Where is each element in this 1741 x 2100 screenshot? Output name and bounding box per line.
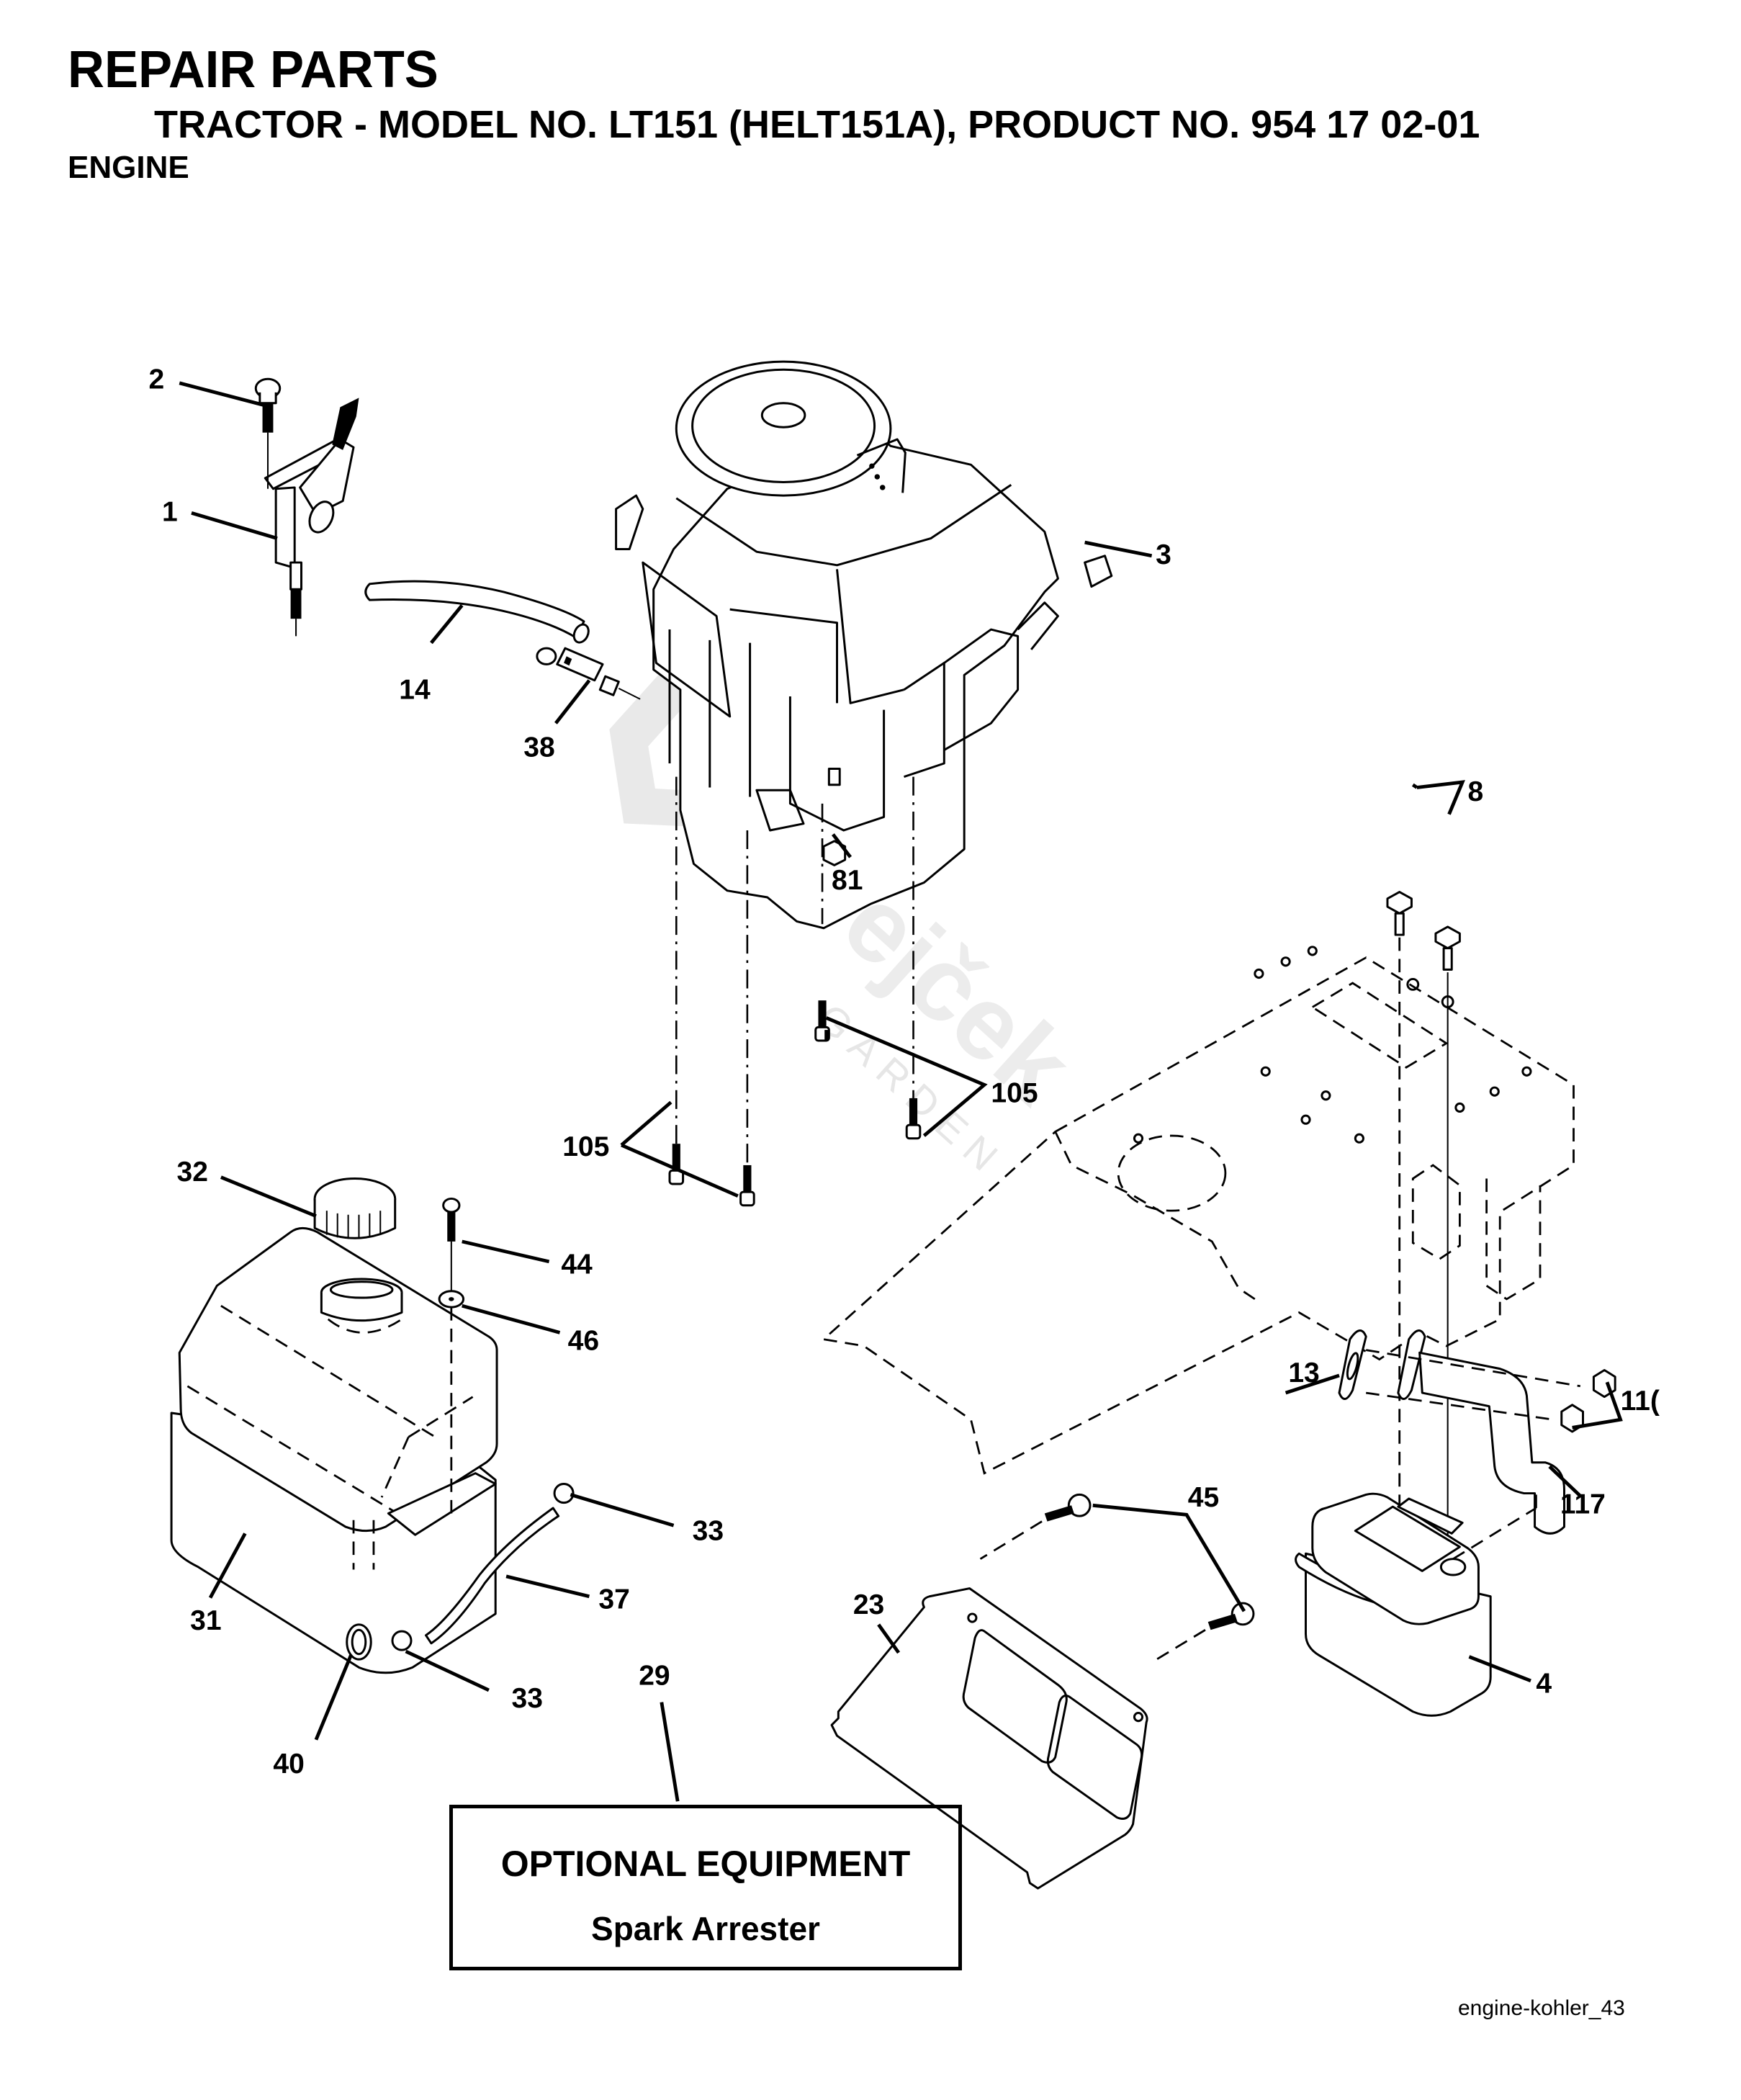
grommet-part-40[interactable]: [346, 1623, 372, 1661]
callout-110[interactable]: 11(: [1621, 1386, 1660, 1417]
callout-32[interactable]: 32: [177, 1157, 208, 1188]
callout-33-lower[interactable]: 33: [512, 1683, 543, 1714]
callout-3[interactable]: 3: [1156, 539, 1171, 570]
section-title: ENGINE: [68, 150, 189, 185]
callout-46[interactable]: 46: [568, 1326, 599, 1357]
exhaust-pipe-part-117[interactable]: [1365, 1329, 1581, 1535]
callout-8[interactable]: 8: [1468, 776, 1484, 807]
flange-bolts-part-8[interactable]: [1386, 891, 1461, 1607]
screw-part-44[interactable]: [442, 1197, 461, 1293]
exhaust-gasket-part-13[interactable]: [1338, 1329, 1367, 1400]
callout-117[interactable]: 117: [1560, 1489, 1606, 1520]
screws-part-45[interactable]: [979, 1493, 1255, 1662]
throttle-bracket-part[interactable]: [264, 398, 359, 637]
engine-bolts-part-105[interactable]: [668, 776, 922, 1207]
muffler-part-4[interactable]: [1295, 1486, 1537, 1717]
optional-equipment-box: OPTIONAL EQUIPMENT Spark Arrester: [449, 1805, 962, 1970]
screw-part-2[interactable]: [254, 377, 282, 489]
hose-clamp-part-33a[interactable]: [553, 1483, 575, 1504]
optional-equipment-item: Spark Arrester: [591, 1910, 820, 1947]
washer-part-46[interactable]: [438, 1290, 465, 1514]
fuel-cap-part-32[interactable]: [313, 1177, 397, 1239]
callout-23[interactable]: 23: [853, 1589, 884, 1620]
leader-lines: [179, 381, 1623, 1802]
callout-13[interactable]: 13: [1288, 1358, 1319, 1388]
callout-33-upper[interactable]: 33: [693, 1516, 724, 1547]
callout-45[interactable]: 45: [1188, 1482, 1219, 1513]
callout-14[interactable]: 14: [399, 675, 431, 706]
fuel-line-part-14[interactable]: [364, 580, 591, 645]
page-title: REPAIR PARTS: [68, 41, 438, 99]
callout-38[interactable]: 38: [523, 732, 554, 763]
model-subtitle: TRACTOR - MODEL NO. LT151 (HELT151A), PR…: [154, 103, 1480, 146]
callout-1[interactable]: 1: [162, 496, 178, 527]
callout-40[interactable]: 40: [273, 1749, 304, 1780]
callout-2[interactable]: 2: [148, 364, 164, 395]
callout-105-right[interactable]: 105: [991, 1078, 1038, 1109]
nut-part-81[interactable]: [821, 767, 847, 925]
callout-29[interactable]: 29: [639, 1660, 670, 1691]
callout-37[interactable]: 37: [598, 1584, 629, 1615]
engine-part[interactable]: [615, 360, 1113, 930]
diagram-code: engine-kohler_43: [1458, 1996, 1625, 2020]
callout-81[interactable]: 81: [832, 865, 863, 896]
hose-clamp-part-33b[interactable]: [391, 1630, 413, 1651]
callout-44[interactable]: 44: [561, 1249, 593, 1280]
callout-31[interactable]: 31: [190, 1605, 221, 1636]
optional-equipment-title: OPTIONAL EQUIPMENT: [500, 1844, 911, 1884]
callout-labels: 2 1 3 14 38 81 8 105 105 32 44 46 33 37 …: [148, 364, 1659, 1780]
fuel-filter-part-38[interactable]: [536, 647, 641, 700]
heat-shield-part-23[interactable]: [830, 1587, 1148, 1890]
callout-105-left[interactable]: 105: [562, 1131, 609, 1162]
frame-holes: [1133, 946, 1532, 1144]
fuel-tank-part-31[interactable]: [170, 1226, 498, 1674]
fuel-hose-part-37[interactable]: [424, 1507, 560, 1645]
callout-4[interactable]: 4: [1536, 1669, 1552, 1700]
